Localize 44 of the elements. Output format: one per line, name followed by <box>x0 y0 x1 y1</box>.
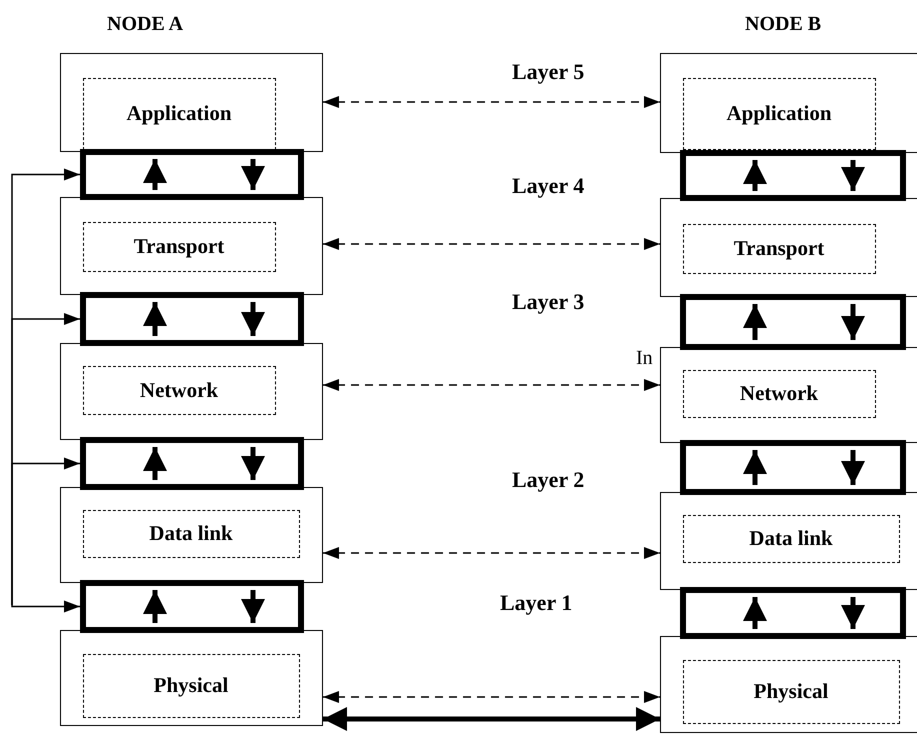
layer-box <box>660 347 917 443</box>
layer-box <box>660 53 917 153</box>
arrow <box>11 458 80 605</box>
dashed-arrow <box>323 379 660 391</box>
dashed-arrow <box>323 96 660 108</box>
interface-frame <box>680 440 906 495</box>
layer-box <box>60 53 323 152</box>
interface-frame <box>80 149 304 200</box>
interface-frame <box>680 150 906 201</box>
protocol-box: Transport <box>82 222 276 272</box>
layer-box <box>60 343 323 440</box>
arrow <box>11 600 80 612</box>
layer-box <box>60 487 323 583</box>
dashed-arrow <box>323 547 660 559</box>
layer-box <box>60 197 323 295</box>
layer-box <box>660 198 917 297</box>
protocol-box: Data link <box>82 510 300 558</box>
interface-frame <box>680 294 906 350</box>
node-heading: NODE B <box>745 14 822 34</box>
text-fragment: In <box>636 348 653 368</box>
layer-label: Layer 1 <box>500 592 572 614</box>
interface-frame <box>80 580 304 633</box>
layer-label: Layer 2 <box>512 469 584 491</box>
interface-frame <box>80 437 304 490</box>
layer-label: Layer 5 <box>512 61 584 83</box>
interface-frame <box>80 292 304 346</box>
layer-box <box>60 630 323 726</box>
layer-box <box>660 636 917 733</box>
layer-label: Layer 3 <box>512 291 584 313</box>
dashed-arrow <box>323 238 660 250</box>
protocol-box: Transport <box>682 224 876 274</box>
protocol-box: Application <box>82 78 276 150</box>
protocol-box: Physical <box>682 660 900 724</box>
protocol-box: Application <box>682 78 876 150</box>
dashed-arrow <box>323 691 660 703</box>
protocol-box: Data link <box>682 514 900 562</box>
protocol-box: Network <box>82 366 276 414</box>
node-heading: NODE A <box>107 14 184 34</box>
layer-box <box>660 492 917 590</box>
arrow <box>323 707 660 731</box>
layer-label: Layer 4 <box>512 175 584 197</box>
protocol-box: Physical <box>82 654 300 718</box>
interface-frame <box>680 587 906 639</box>
protocol-box: Network <box>682 370 876 418</box>
